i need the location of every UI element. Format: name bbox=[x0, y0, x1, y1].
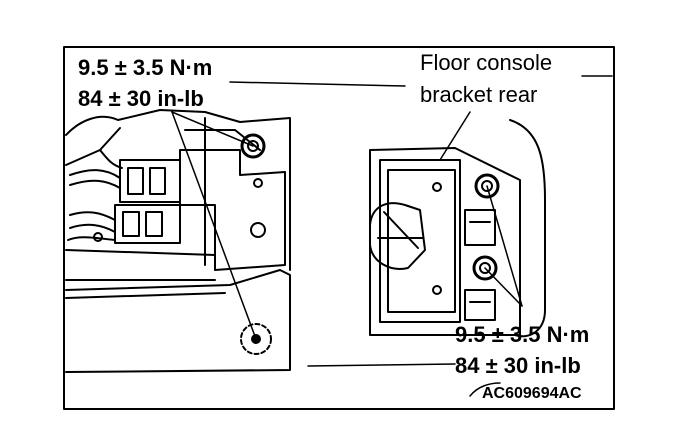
mounting-hole bbox=[250, 222, 266, 238]
wiring-connector-upper bbox=[69, 149, 181, 203]
bolt-right-lower bbox=[472, 255, 498, 281]
code-underline bbox=[469, 382, 501, 397]
torque-spec-bottom-inlb: 84 ± 30 in-lb bbox=[455, 353, 581, 378]
torque-spec-bottom-nm: 9.5 ± 3.5 N·m bbox=[455, 322, 590, 347]
leader-torque-bottom-to-bolt-lower bbox=[484, 267, 523, 307]
figure-frame bbox=[63, 46, 615, 410]
underline-bottom bbox=[307, 363, 456, 367]
figure-code: AC609694AC bbox=[482, 385, 582, 402]
left-assembly bbox=[65, 109, 291, 373]
underline-top bbox=[229, 81, 406, 87]
mounting-hole bbox=[253, 178, 263, 188]
part-name-line2: bracket rear bbox=[420, 82, 538, 107]
bolt-right-upper bbox=[474, 173, 500, 199]
torque-spec-top-nm: 9.5 ± 3.5 N·m bbox=[78, 55, 213, 80]
leader-torque-top-to-bolt bbox=[171, 111, 254, 147]
bolt-left-hidden bbox=[240, 323, 272, 355]
mounting-hole bbox=[93, 232, 103, 242]
leader-part-to-bracket bbox=[439, 111, 471, 161]
right-bracket-assembly bbox=[369, 119, 546, 338]
leader-torque-bottom-to-bolt-upper bbox=[486, 185, 523, 307]
mounting-hole bbox=[432, 285, 442, 295]
leader-lines bbox=[171, 75, 613, 397]
bolt-left-top bbox=[240, 133, 266, 159]
leader-torque-top-to-hidden-bolt bbox=[171, 111, 257, 340]
mounting-hole bbox=[432, 182, 442, 192]
part-name-line1: Floor console bbox=[420, 50, 553, 75]
wiring-connector-lower bbox=[67, 204, 181, 244]
torque-spec-top-inlb: 84 ± 30 in-lb bbox=[78, 86, 204, 111]
